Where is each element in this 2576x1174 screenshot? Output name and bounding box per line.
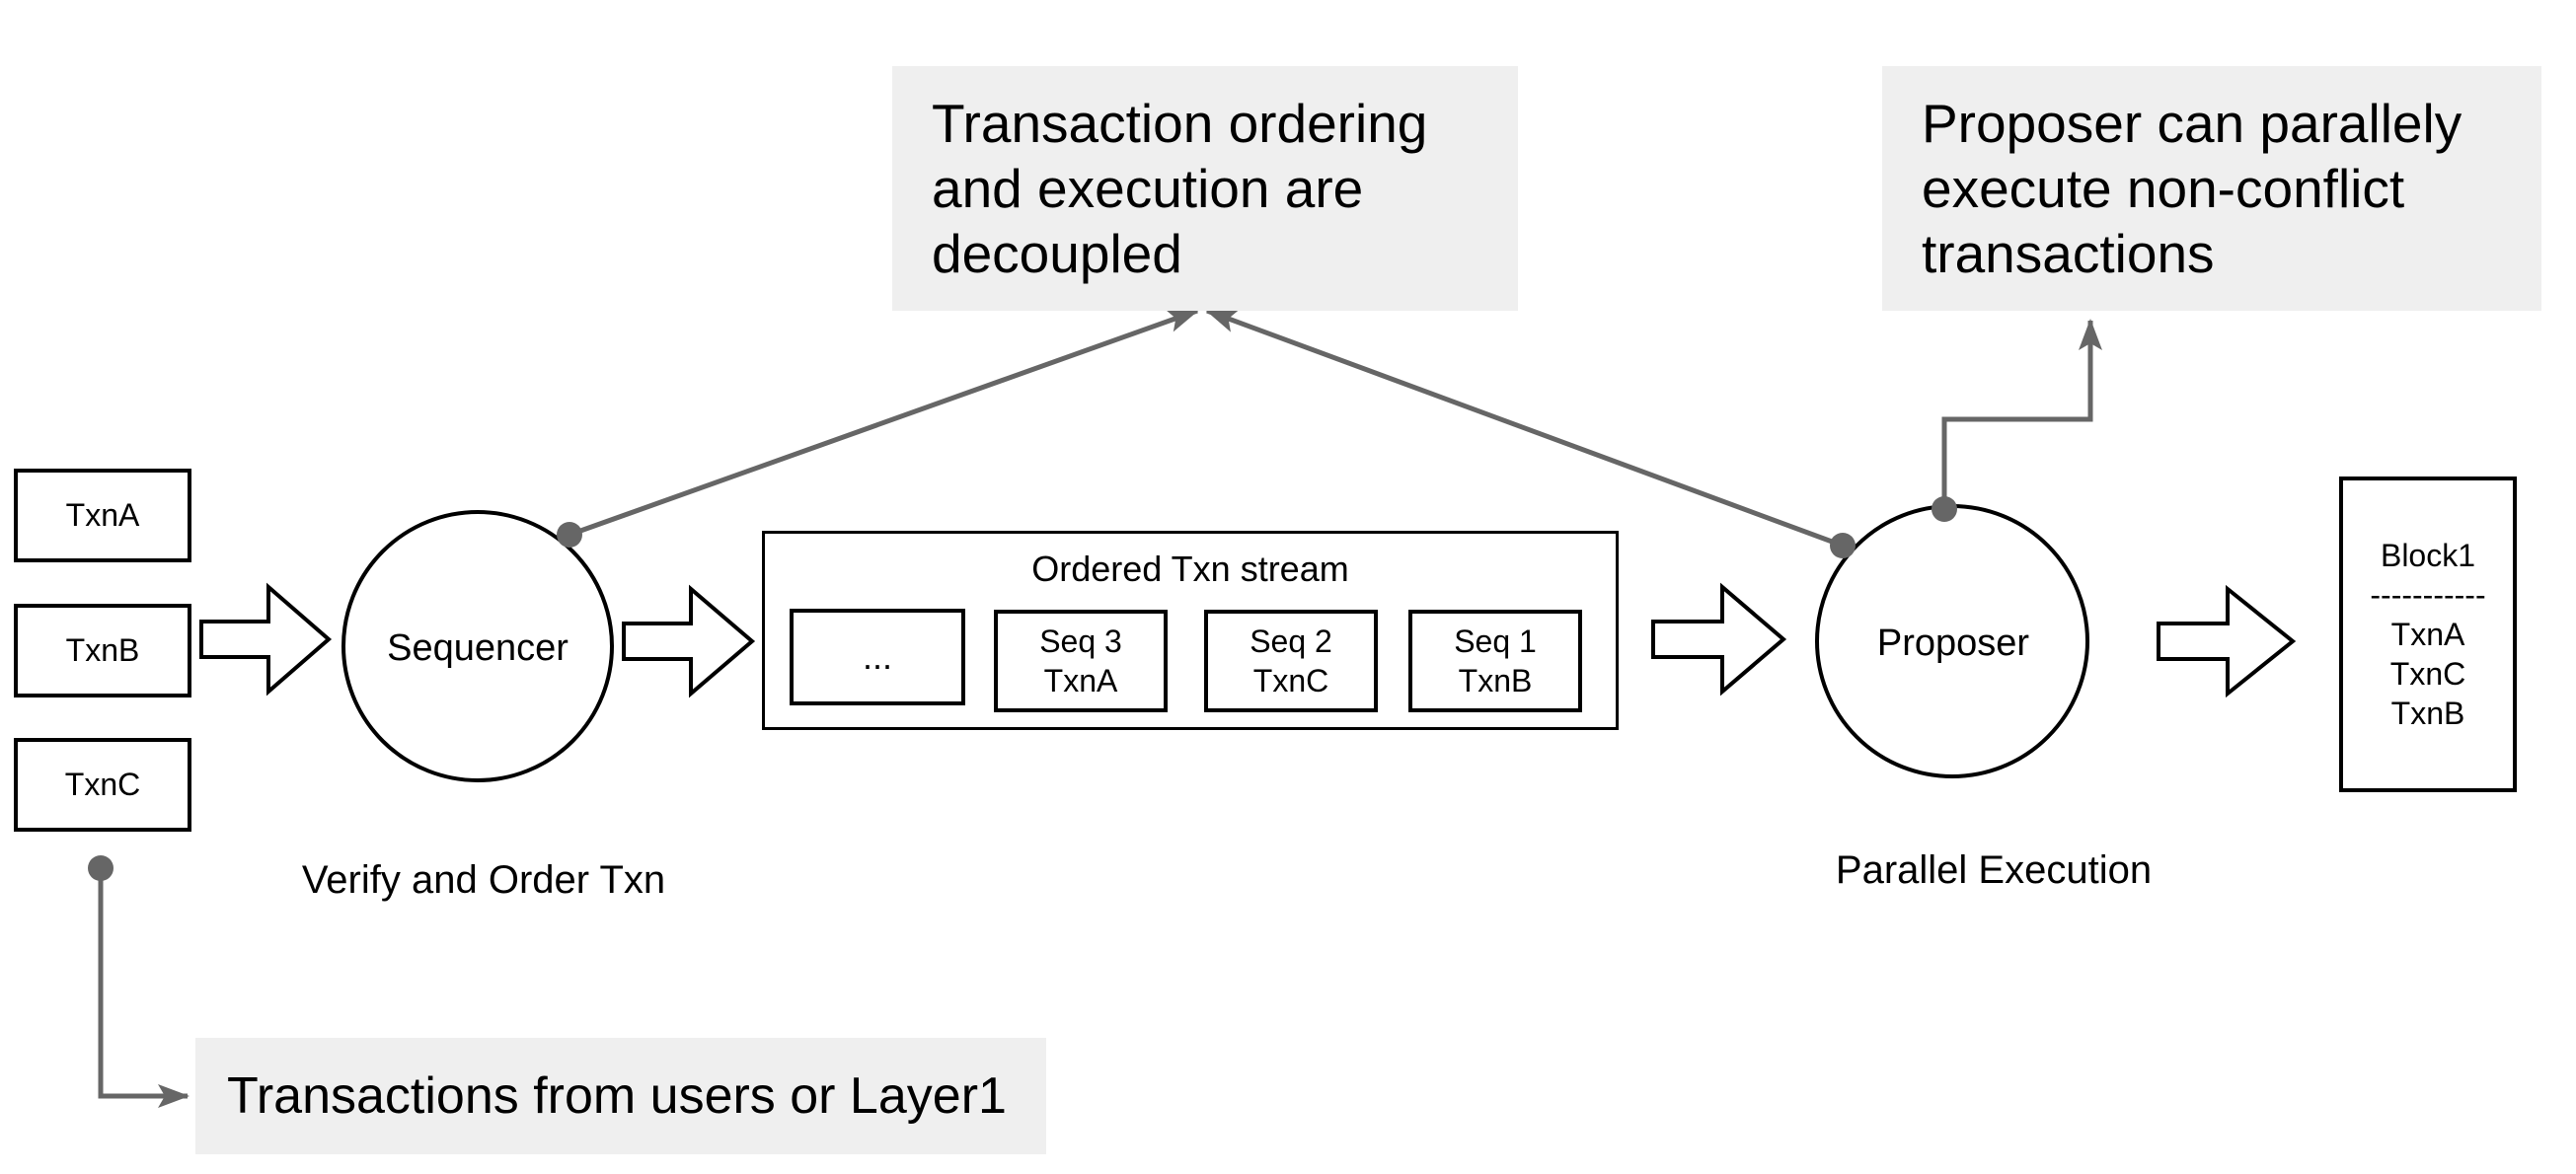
stream-item-seq1-txn: TxnB [1458, 663, 1533, 698]
note-ordering-decoupled-text: Transaction ordering and execution are d… [932, 93, 1428, 284]
note-transaction-source-text: Transactions from users or Layer1 [227, 1067, 1007, 1125]
sequencer-label: Sequencer [387, 626, 568, 669]
stream-item-seq1-seq: Seq 1 [1454, 624, 1537, 659]
proposer-label: Proposer [1876, 622, 2030, 664]
stream-item-seq3-seq: Seq 3 [1039, 624, 1122, 659]
input-box-txnb-label: TxnB [65, 632, 140, 668]
anchor-dot-txnc [88, 855, 114, 881]
flow-arrow-inputs-to-sequencer [199, 582, 333, 697]
stream-item-seq2: Seq 2 TxnC [1204, 610, 1378, 712]
connector-sequencer-to-ordering-note [568, 308, 1199, 538]
block1-box: Block1 ----------- TxnA TxnC TxnB [2339, 477, 2517, 792]
flow-arrow-proposer-to-block [2157, 584, 2297, 698]
stream-item-seq1: Seq 1 TxnB [1408, 610, 1582, 712]
block1-divider: ----------- [2370, 577, 2486, 613]
stream-item-ellipsis-label: ... [862, 636, 892, 677]
connector-txnc-to-source-note [98, 868, 189, 1108]
anchor-dot-proposer-left [1830, 533, 1856, 558]
anchor-dot-proposer-top [1932, 496, 1957, 522]
sequencer-circle [341, 510, 614, 782]
block1-title: Block1 [2380, 538, 2476, 573]
input-box-txna-label: TxnA [65, 497, 140, 533]
stream-item-ellipsis: ... [790, 609, 965, 705]
anchor-dot-sequencer [557, 522, 582, 548]
input-box-txnc: TxnC [14, 738, 191, 832]
sequencer-caption: Verify and Order Txn [301, 858, 666, 902]
note-parallel-execution: Proposer can parallely execute non-confl… [1882, 66, 2541, 311]
input-box-txna: TxnA [14, 469, 191, 562]
input-box-txnc-label: TxnC [64, 767, 141, 802]
note-parallel-execution-text: Proposer can parallely execute non-confl… [1922, 93, 2462, 284]
input-box-txnb: TxnB [14, 604, 191, 697]
block1-txn-3: TxnB [2390, 696, 2465, 731]
connector-proposer-to-ordering-note [1205, 308, 1844, 549]
note-ordering-decoupled: Transaction ordering and execution are d… [892, 66, 1518, 311]
proposer-caption: Parallel Execution [1835, 848, 2153, 892]
ordered-txn-stream-title: Ordered Txn stream [1031, 549, 1349, 589]
block1-txn-2: TxnC [2389, 656, 2466, 692]
stream-item-seq3-txn: TxnA [1043, 663, 1118, 698]
stream-item-seq2-txn: TxnC [1252, 663, 1329, 698]
flow-arrow-stream-to-proposer [1651, 582, 1787, 697]
flow-arrow-sequencer-to-stream [622, 584, 756, 698]
stream-item-seq2-seq: Seq 2 [1250, 624, 1332, 659]
note-transaction-source: Transactions from users or Layer1 [195, 1038, 1046, 1154]
stream-item-seq3: Seq 3 TxnA [994, 610, 1168, 712]
connector-proposer-to-parallel-note [1941, 319, 2102, 509]
block1-txn-1: TxnA [2390, 617, 2465, 652]
